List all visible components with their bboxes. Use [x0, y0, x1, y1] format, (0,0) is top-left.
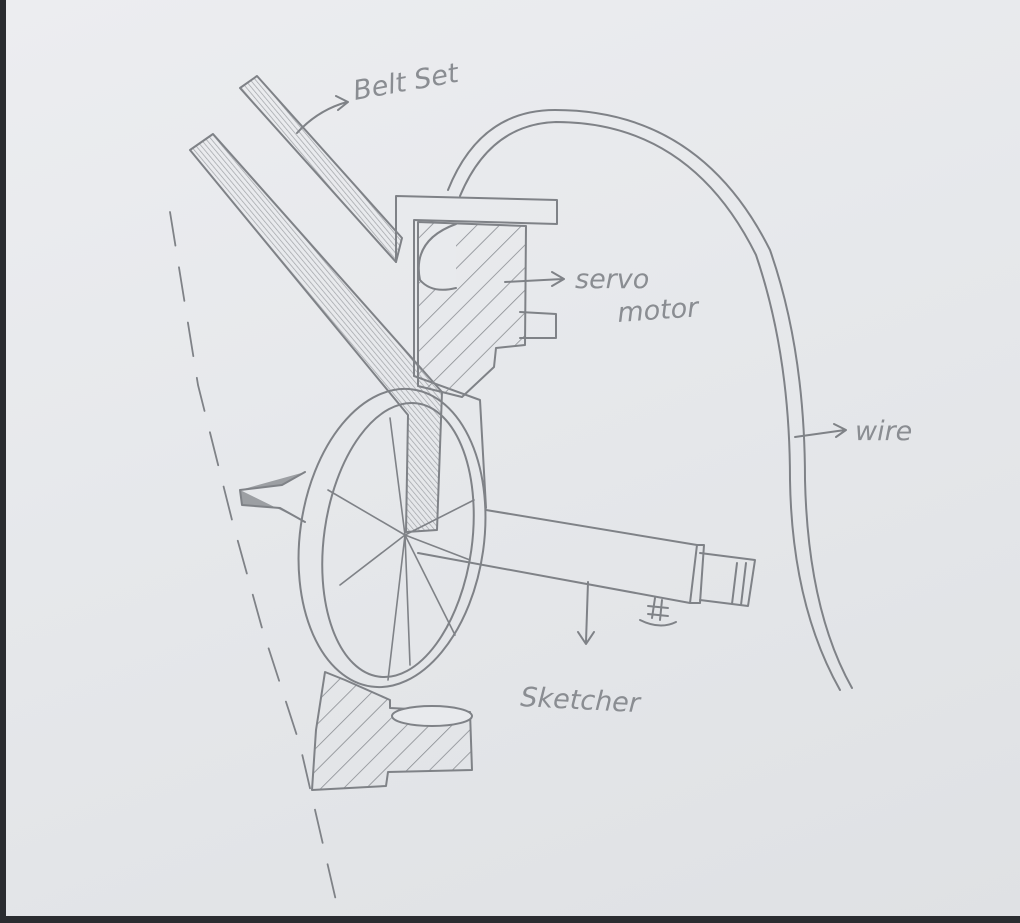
sketcher-arrow — [578, 582, 594, 644]
mount-cylinder-top — [392, 706, 472, 726]
belt-main — [190, 134, 442, 532]
sketcher-screw — [640, 598, 676, 626]
label-wire: wire — [855, 416, 912, 447]
label-servo-line1: servo — [575, 264, 649, 295]
label-belt-set: Belt Set — [351, 58, 462, 107]
label-sketcher: Sketcher — [520, 682, 643, 719]
wheel-spokes — [328, 418, 474, 680]
wire-outer — [448, 110, 852, 688]
wall-dashed-line — [170, 212, 340, 918]
sketcher-tip — [700, 553, 755, 606]
label-servo-line2: motor — [616, 292, 701, 329]
bottom-mount — [312, 672, 472, 790]
wall-contact-nib — [240, 472, 305, 522]
belt-set-arrow — [297, 96, 348, 133]
wire-inner — [460, 122, 840, 690]
